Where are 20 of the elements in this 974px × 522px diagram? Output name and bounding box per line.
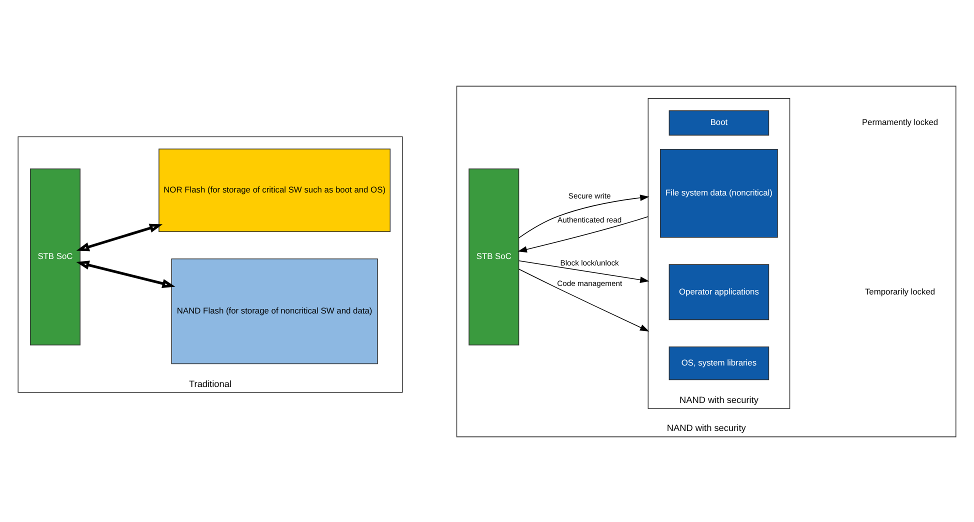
node-box: STB SoC bbox=[468, 168, 520, 345]
label: Temporarily locked bbox=[864, 286, 936, 296]
node-box: NOR Flash (for storage of critical SW such as boot and OS) bbox=[158, 148, 391, 232]
node-box: STB SoC bbox=[30, 168, 80, 345]
arrow bbox=[518, 268, 650, 331]
edge-label: Code management bbox=[557, 278, 622, 288]
node-box: OS, system libraries bbox=[668, 346, 770, 380]
arrow bbox=[518, 194, 650, 238]
edge-label: Secure write bbox=[568, 191, 611, 200]
edge-label: Block lock/unlock bbox=[560, 258, 619, 267]
arrow bbox=[76, 260, 176, 288]
node-box: File system data (noncritical) bbox=[660, 148, 778, 238]
node-box: NAND Flash (for storage of noncritical SW and data) bbox=[171, 258, 378, 364]
node-box: Operator applications bbox=[668, 264, 770, 320]
label: Permamently locked bbox=[862, 116, 938, 127]
arrow bbox=[518, 216, 649, 252]
node-box: Boot bbox=[668, 110, 770, 136]
edge-label: Authenticated read bbox=[558, 214, 622, 224]
arrow bbox=[76, 223, 163, 251]
arrow bbox=[518, 260, 650, 283]
